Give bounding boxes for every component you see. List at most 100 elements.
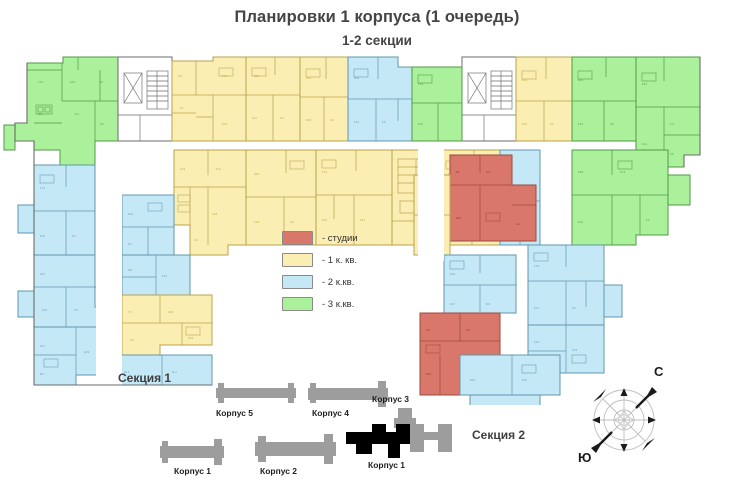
svg-text:9.8: 9.8 — [99, 80, 103, 84]
svg-text:12.0: 12.0 — [322, 218, 328, 222]
exterior-walls — [14, 57, 701, 386]
svg-text:17.9: 17.9 — [534, 264, 540, 268]
svg-text:5.2: 5.2 — [100, 122, 104, 126]
balcony-east-green — [667, 174, 691, 206]
apartment-group-blue-s-bottom: 18.4 11.5 — [459, 354, 561, 396]
legend-label-three-room: - 3 к.кв. — [322, 298, 355, 310]
section-2-label: Секция 2 — [472, 428, 526, 442]
svg-text:12.6: 12.6 — [70, 80, 76, 84]
compass-rose: С Ю — [578, 362, 678, 477]
svg-text:6.4: 6.4 — [486, 170, 490, 174]
svg-text:8.1: 8.1 — [550, 122, 554, 126]
site-building-korpus-2[interactable] — [255, 434, 336, 464]
svg-text:9.6: 9.6 — [128, 242, 132, 246]
svg-text:16.6: 16.6 — [450, 272, 456, 276]
balcony-west-1 — [17, 204, 35, 234]
svg-text:16.8: 16.8 — [578, 170, 584, 174]
svg-text:6.1: 6.1 — [194, 238, 198, 242]
svg-text:19.4: 19.4 — [642, 82, 648, 86]
svg-text:13.3: 13.3 — [254, 220, 260, 224]
svg-text:5.5: 5.5 — [670, 152, 674, 156]
svg-text:11.4: 11.4 — [216, 167, 221, 171]
site-label-korpus-3: Корпус 3 — [372, 394, 410, 404]
svg-text:13.7: 13.7 — [40, 344, 46, 348]
svg-text:11.6: 11.6 — [40, 234, 45, 238]
svg-text:12.6: 12.6 — [180, 167, 186, 171]
svg-text:12.2: 12.2 — [162, 274, 168, 278]
svg-text:13.4: 13.4 — [578, 122, 584, 126]
legend-swatch-studio — [282, 231, 313, 245]
apartment-group-green-e-mid: 16.8 14.3 11.9 6.2 — [571, 149, 669, 246]
compass-svg — [591, 387, 657, 453]
site-label-korpus-2: Корпус 2 — [260, 466, 298, 476]
apartment-group-yellow-sw: 7.4 13.85.9 15.5 — [121, 294, 213, 356]
apartment-group-yellow-mid-1: 12.6 11.414.8 6.1 — [173, 149, 247, 256]
svg-text:10.5: 10.5 — [42, 308, 48, 312]
svg-text:14.3: 14.3 — [620, 170, 626, 174]
legend-item-studio: - студии — [282, 231, 402, 245]
svg-text:4.2: 4.2 — [516, 222, 520, 226]
stair-core-1 — [117, 56, 173, 142]
svg-text:15.4: 15.4 — [40, 272, 46, 276]
svg-text:8.6: 8.6 — [426, 328, 430, 332]
svg-text:11.2: 11.2 — [252, 116, 257, 120]
svg-text:9.2: 9.2 — [72, 234, 76, 238]
site-label-korpus-4: Корпус 4 — [312, 408, 350, 418]
svg-text:13.1: 13.1 — [534, 340, 540, 344]
svg-text:15.9: 15.9 — [418, 82, 424, 86]
balcony-south-blue — [469, 394, 541, 405]
balcony-west-2 — [17, 290, 35, 318]
apartment-group-yellow-mid-3: 17.6 12.0 10.4 — [315, 149, 393, 246]
apartment-group-green-nw-bay — [3, 124, 16, 151]
page-title: Планировки 1 корпуса (1 очередь) — [234, 8, 520, 26]
site-building-korpus-5[interactable] — [216, 383, 296, 403]
svg-text:6.2: 6.2 — [646, 218, 650, 222]
svg-text:9.9: 9.9 — [610, 122, 614, 126]
svg-text:4.1: 4.1 — [180, 106, 184, 110]
legend-item-two-room: - 2 к.кв. — [282, 275, 402, 289]
site-building-korpus-4[interactable] — [308, 381, 388, 407]
site-building-korpus-1-left[interactable] — [160, 439, 224, 465]
svg-text:18.4: 18.4 — [470, 378, 476, 382]
svg-text:7.3: 7.3 — [670, 122, 674, 126]
svg-text:16.4: 16.4 — [522, 78, 528, 82]
site-building-korpus-1-right-gray[interactable] — [410, 424, 452, 452]
svg-text:11.9: 11.9 — [578, 220, 583, 224]
svg-text:8.5: 8.5 — [40, 372, 44, 376]
svg-text:12.4: 12.4 — [354, 120, 360, 124]
legend-item-one-room: - 1 к. кв. — [282, 253, 402, 267]
apartment-group-blue-w-inner2: 6.8 12.2 — [121, 254, 191, 296]
svg-text:9.4: 9.4 — [280, 116, 284, 120]
svg-text:8.4: 8.4 — [178, 74, 182, 78]
apartment-group-blue-w-inner1: 14.0 9.6 — [121, 194, 175, 256]
svg-text:10.8: 10.8 — [306, 118, 312, 122]
svg-text:11.0: 11.0 — [418, 122, 423, 126]
svg-text:10.4: 10.4 — [360, 218, 366, 222]
svg-text:8.2: 8.2 — [330, 118, 334, 122]
apartment-group-green-ne2: 18.2 13.4 9.9 — [571, 56, 637, 142]
apartment-group-yellow-n1: 8.4 14.24.1 16.3 — [171, 56, 247, 142]
svg-text:12.9: 12.9 — [84, 350, 90, 354]
site-label-korpus-5: Корпус 5 — [216, 408, 254, 418]
svg-text:12.1: 12.1 — [642, 142, 648, 146]
svg-text:20.8: 20.8 — [456, 216, 462, 220]
svg-text:17.6: 17.6 — [322, 170, 328, 174]
svg-text:6.4: 6.4 — [75, 112, 79, 116]
svg-text:12.7: 12.7 — [534, 306, 540, 310]
svg-text:6.8: 6.8 — [128, 268, 132, 272]
section-1-label: Секция 1 — [118, 371, 172, 385]
svg-text:15.5: 15.5 — [188, 336, 194, 340]
svg-text:11.7: 11.7 — [172, 370, 177, 374]
site-building-korpus-1-right-highlight[interactable] — [346, 424, 410, 458]
svg-text:14.0: 14.0 — [128, 212, 134, 216]
compass-south-label: Ю — [578, 450, 592, 465]
svg-text:18.2: 18.2 — [578, 78, 584, 82]
